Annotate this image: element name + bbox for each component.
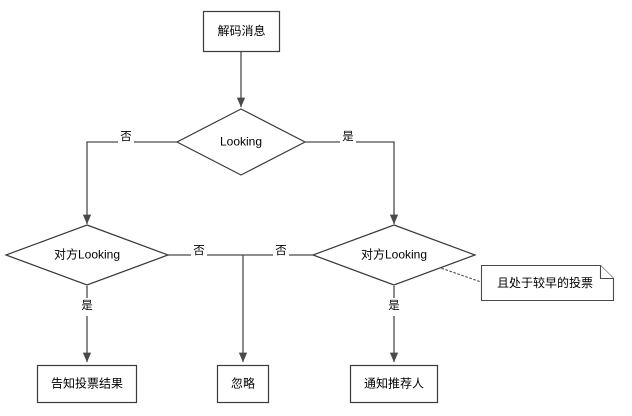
node-start-label: 解码消息 — [217, 23, 265, 38]
node-action-ignore[interactable]: 忽略 — [216, 364, 270, 404]
node-action-inform-box — [36, 364, 138, 404]
node-start[interactable]: 解码消息 — [202, 10, 281, 53]
edge-label-looking-no-text: 否 — [120, 131, 132, 143]
edge-peer-right-to-note — [437, 266, 482, 283]
edge-label-peer-right-no-text: 否 — [275, 245, 287, 257]
node-action-ignore-box — [216, 364, 270, 404]
edge-label-peer-right-no: 否 — [273, 244, 289, 262]
node-decision-peer-right-label: 对方Looking — [361, 247, 427, 262]
edge-label-peer-left-no-text: 否 — [193, 245, 205, 257]
node-note-label: 且处于较早的投票 — [497, 275, 593, 290]
node-decision-peer-right[interactable]: 对方Looking — [311, 224, 477, 286]
edge-label-peer-left-no: 否 — [191, 244, 207, 262]
edge-looking-no-to-peer-left — [82, 141, 177, 225]
node-note-body — [480, 264, 615, 302]
node-note-fold-corner — [599, 265, 614, 280]
node-action-inform[interactable]: 告知投票结果 — [36, 364, 138, 404]
edge-label-peer-right-yes: 是 — [386, 298, 402, 316]
edge-label-peer-left-yes-text: 是 — [81, 299, 93, 312]
edge-label-looking-yes-text: 是 — [342, 130, 354, 143]
node-decision-peer-left-label: 对方Looking — [54, 247, 120, 262]
edge-label-peer-left-yes: 是 — [79, 298, 95, 316]
node-action-notify-box — [349, 364, 439, 404]
node-decision-looking-diamond — [175, 108, 307, 176]
node-action-ignore-label: 忽略 — [231, 376, 255, 391]
node-action-notify[interactable]: 通知推荐人 — [349, 364, 439, 404]
edge-label-looking-yes: 是 — [340, 130, 356, 148]
node-decision-peer-right-diamond — [311, 224, 477, 286]
node-action-notify-label: 通知推荐人 — [364, 377, 424, 391]
node-action-inform-label: 告知投票结果 — [51, 376, 123, 391]
node-start-box — [202, 10, 281, 53]
edge-looking-yes-to-peer-right — [305, 141, 399, 225]
edge-label-looking-no: 否 — [118, 130, 134, 148]
node-decision-peer-left[interactable]: 对方Looking — [4, 224, 170, 286]
node-decision-looking-label: Looking — [220, 135, 262, 149]
node-decision-peer-left-diamond — [4, 224, 170, 286]
edge-label-peer-right-yes-text: 是 — [388, 299, 400, 312]
node-decision-looking[interactable]: Looking — [175, 108, 307, 176]
node-note-earlier-vote[interactable]: 且处于较早的投票 — [480, 264, 615, 302]
